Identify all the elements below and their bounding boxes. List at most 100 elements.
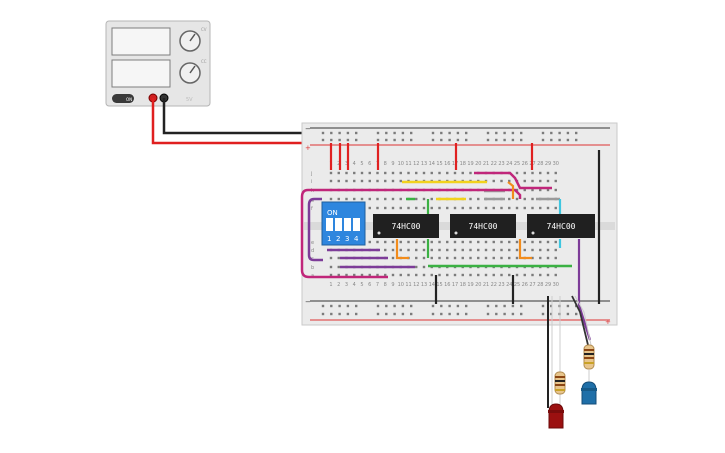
breadboard-hole[interactable] xyxy=(391,171,395,175)
breadboard-hole[interactable] xyxy=(546,171,550,175)
breadboard-hole[interactable] xyxy=(508,256,511,260)
breadboard-hole[interactable] xyxy=(368,240,371,244)
breadboard-hole[interactable] xyxy=(391,197,395,201)
breadboard-hole[interactable] xyxy=(541,131,545,135)
breadboard-hole[interactable] xyxy=(438,248,441,252)
breadboard-hole[interactable] xyxy=(456,138,460,142)
breadboard-hole[interactable] xyxy=(337,273,340,277)
breadboard-hole[interactable] xyxy=(539,273,542,277)
breadboard-hole[interactable] xyxy=(465,312,468,316)
breadboard-hole[interactable] xyxy=(515,256,519,260)
breadboard-hole[interactable] xyxy=(446,171,449,175)
breadboard-hole[interactable] xyxy=(346,131,350,135)
breadboard-hole[interactable] xyxy=(469,256,472,260)
breadboard-hole[interactable] xyxy=(508,179,511,183)
breadboard-hole[interactable] xyxy=(438,256,441,260)
breadboard-hole[interactable] xyxy=(508,240,511,244)
breadboard-hole[interactable] xyxy=(430,171,433,175)
breadboard-hole[interactable] xyxy=(391,206,395,210)
breadboard-hole[interactable] xyxy=(376,273,379,277)
breadboard-hole[interactable] xyxy=(503,304,506,308)
breadboard-hole[interactable] xyxy=(575,312,578,316)
breadboard-hole[interactable] xyxy=(492,179,495,183)
breadboard-hole[interactable] xyxy=(495,304,498,308)
breadboard-hole[interactable] xyxy=(385,304,388,308)
breadboard-hole[interactable] xyxy=(448,131,451,135)
breadboard-hole[interactable] xyxy=(422,171,426,175)
breadboard-hole[interactable] xyxy=(415,171,418,175)
breadboard-hole[interactable] xyxy=(508,273,511,277)
breadboard-hole[interactable] xyxy=(484,206,488,210)
breadboard-hole[interactable] xyxy=(492,256,495,260)
breadboard-hole[interactable] xyxy=(523,171,526,175)
breadboard-hole[interactable] xyxy=(399,206,402,210)
breadboard-hole[interactable] xyxy=(503,131,506,135)
breadboard-hole[interactable] xyxy=(465,131,468,135)
breadboard-hole[interactable] xyxy=(554,171,557,175)
breadboard-hole[interactable] xyxy=(430,197,433,201)
board-wires[interactable] xyxy=(300,143,601,341)
breadboard-hole[interactable] xyxy=(469,206,472,210)
breadboard-hole[interactable] xyxy=(550,312,553,316)
breadboard-hole[interactable] xyxy=(430,256,433,260)
breadboard-hole[interactable] xyxy=(469,197,472,201)
breadboard-hole[interactable] xyxy=(539,171,542,175)
breadboard-hole[interactable] xyxy=(469,273,472,277)
breadboard-hole[interactable] xyxy=(422,248,426,252)
breadboard-hole[interactable] xyxy=(337,197,340,201)
breadboard-hole[interactable] xyxy=(329,179,333,183)
breadboard-hole[interactable] xyxy=(393,131,396,135)
breadboard-hole[interactable] xyxy=(575,131,578,135)
breadboard-hole[interactable] xyxy=(453,240,457,244)
breadboard-hole[interactable] xyxy=(415,240,418,244)
breadboard-hole[interactable] xyxy=(511,312,515,316)
breadboard-hole[interactable] xyxy=(546,206,550,210)
breadboard-hole[interactable] xyxy=(329,273,333,277)
breadboard-hole[interactable] xyxy=(407,171,410,175)
breadboard-hole[interactable] xyxy=(456,131,460,135)
breadboard-hole[interactable] xyxy=(511,304,515,308)
breadboard-hole[interactable] xyxy=(415,256,418,260)
breadboard-hole[interactable] xyxy=(422,197,426,201)
breadboard-hole[interactable] xyxy=(321,312,325,316)
breadboard-hole[interactable] xyxy=(448,304,451,308)
breadboard-hole[interactable] xyxy=(391,179,395,183)
breadboard-hole[interactable] xyxy=(422,206,426,210)
breadboard-hole[interactable] xyxy=(401,131,405,135)
breadboard-hole[interactable] xyxy=(456,312,460,316)
breadboard-hole[interactable] xyxy=(430,206,433,210)
power-supply[interactable]: CV CC ON 5V xyxy=(105,20,211,107)
breadboard-hole[interactable] xyxy=(384,206,387,210)
chip-1[interactable]: 74HC00 xyxy=(373,214,439,238)
breadboard-hole[interactable] xyxy=(393,312,396,316)
breadboard-hole[interactable] xyxy=(446,240,449,244)
breadboard-hole[interactable] xyxy=(508,197,511,201)
breadboard-hole[interactable] xyxy=(484,256,488,260)
led-circuit[interactable] xyxy=(547,295,597,429)
breadboard-hole[interactable] xyxy=(500,240,503,244)
breadboard-hole[interactable] xyxy=(469,171,472,175)
breadboard-hole[interactable] xyxy=(515,273,519,277)
breadboard-hole[interactable] xyxy=(346,304,350,308)
breadboard-hole[interactable] xyxy=(368,273,371,277)
breadboard-hole[interactable] xyxy=(523,188,526,192)
breadboard-hole[interactable] xyxy=(477,197,480,201)
breadboard-hole[interactable] xyxy=(500,273,503,277)
breadboard-hole[interactable] xyxy=(393,138,396,142)
breadboard-hole[interactable] xyxy=(410,304,413,308)
breadboard-hole[interactable] xyxy=(477,248,480,252)
breadboard-hole[interactable] xyxy=(376,206,379,210)
breadboard-hole[interactable] xyxy=(376,179,379,183)
breadboard-hole[interactable] xyxy=(355,304,358,308)
breadboard-hole[interactable] xyxy=(503,138,506,142)
breadboard-hole[interactable] xyxy=(492,240,495,244)
breadboard-hole[interactable] xyxy=(376,197,379,201)
breadboard-hole[interactable] xyxy=(368,197,371,201)
breadboard-hole[interactable] xyxy=(508,206,511,210)
dip-switch[interactable]: ON 1 2 3 4 xyxy=(321,201,366,246)
breadboard-hole[interactable] xyxy=(531,273,534,277)
breadboard-hole[interactable] xyxy=(399,179,402,183)
breadboard-hole[interactable] xyxy=(546,248,550,252)
breadboard-hole[interactable] xyxy=(520,138,523,142)
